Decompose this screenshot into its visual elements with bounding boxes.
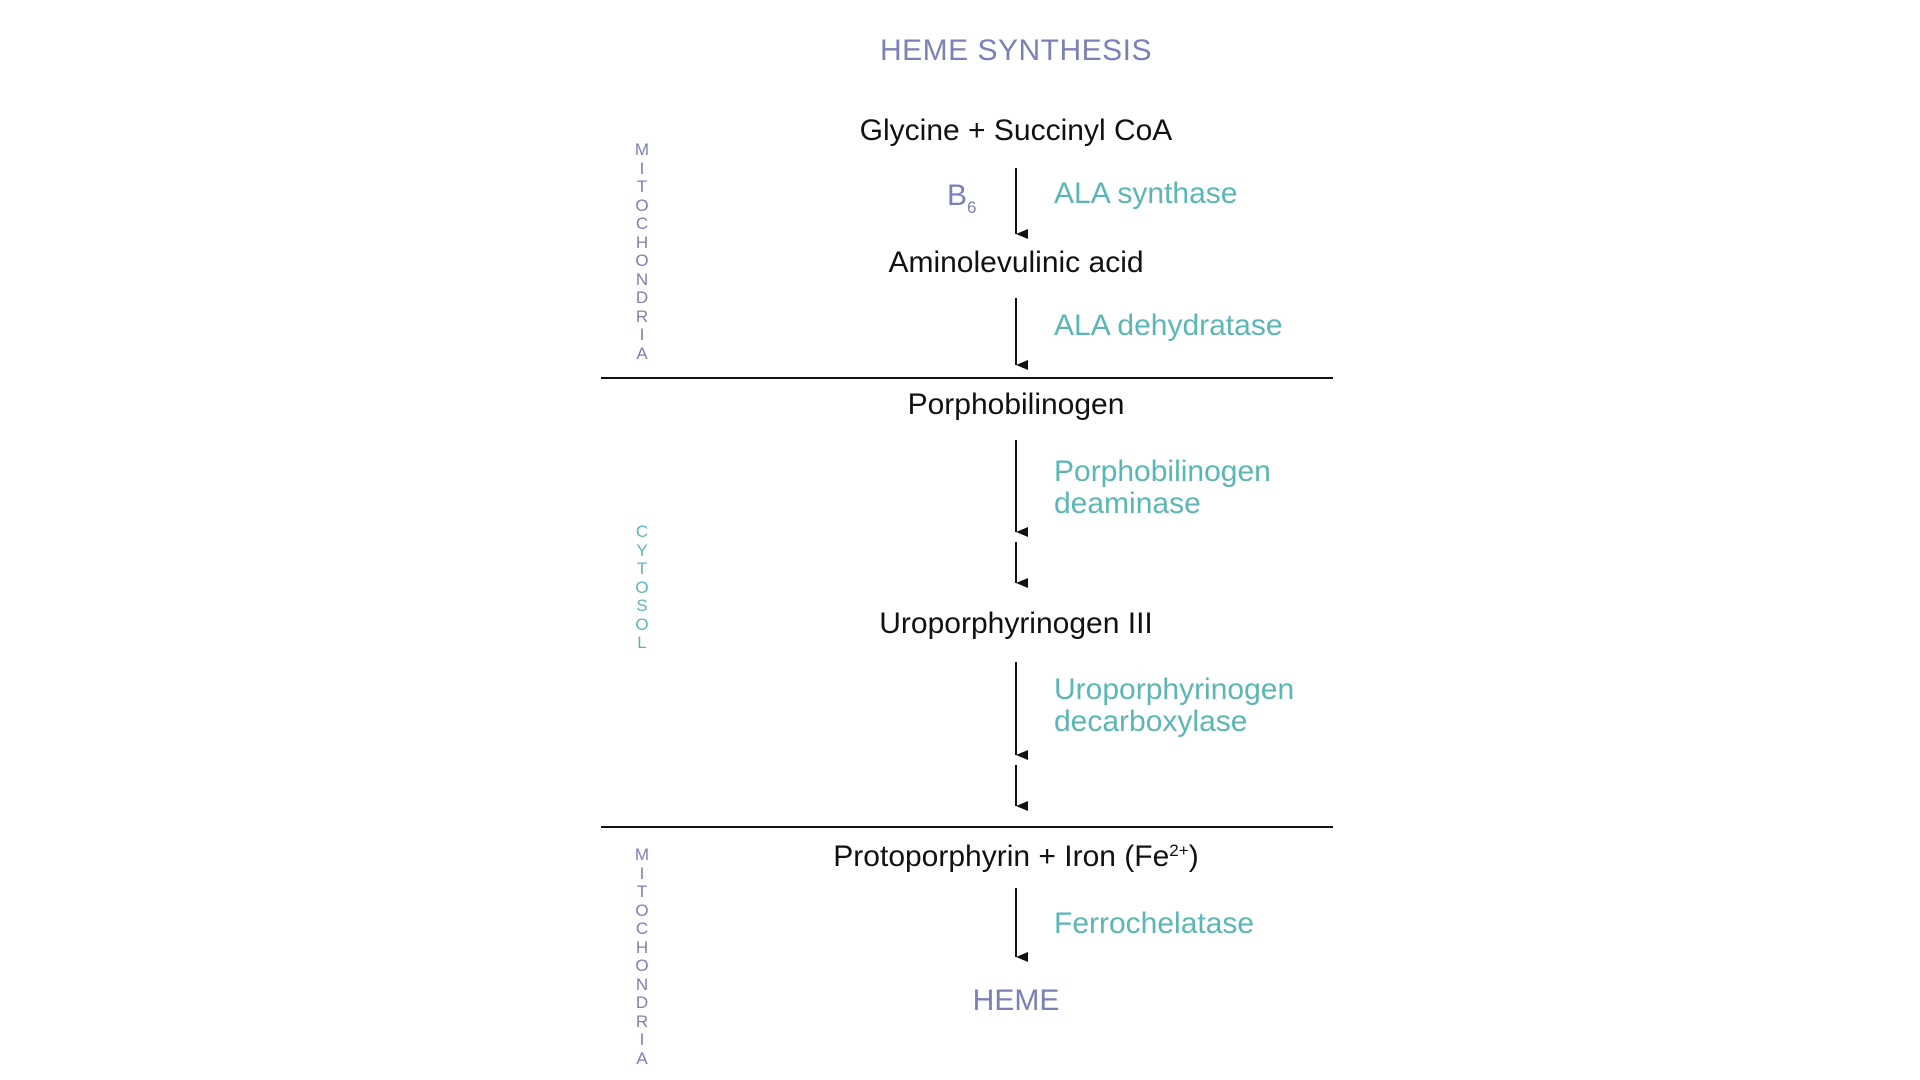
enzyme-porphobilinogen-deaminase: Porphobilinogen deaminase (1054, 456, 1271, 520)
vertical-label-letter: O (635, 900, 649, 920)
vertical-label-letter: I (639, 1030, 645, 1049)
vertical-label-letter: O (635, 577, 649, 597)
cofactor-b6: B6 (947, 179, 977, 217)
node-glycine-succinyl-coa: Glycine + Succinyl CoA (859, 114, 1173, 147)
mitochondria-cytosol-divider (601, 377, 1333, 379)
vertical-label-letter: A (636, 343, 648, 363)
vertical-label-letter: I (639, 325, 645, 344)
vertical-label-letter: S (636, 596, 648, 615)
vertical-label-letter: H (635, 232, 649, 252)
enzyme-uroporphyrinogen-decarboxylase-line1: Uroporphyrinogen (1054, 673, 1295, 706)
vertical-label-letter: N (635, 269, 649, 289)
cofactor-subscript: 6 (967, 198, 977, 217)
vertical-label-letter: D (635, 993, 649, 1012)
node-porphobilinogen: Porphobilinogen (907, 388, 1125, 421)
vertical-label-letter: R (635, 306, 649, 326)
enzyme-uroporphyrinogen-decarboxylase-line2: decarboxylase (1054, 705, 1248, 738)
vertical-label-letter: C (635, 919, 649, 938)
enzyme-ala-dehydratase: ALA dehydratase (1054, 309, 1283, 342)
vertical-label-letter: A (636, 1048, 648, 1068)
vertical-label-letter: O (635, 251, 649, 270)
vertical-label-letter: I (639, 863, 645, 883)
vertical-label-letter: O (635, 195, 649, 215)
vertical-label-letter: M (634, 140, 650, 159)
vertical-label-letter: T (636, 882, 648, 901)
vertical-label-letter: D (635, 288, 649, 307)
enzyme-ala-synthase: ALA synthase (1054, 177, 1238, 210)
vertical-label-letter: I (639, 158, 645, 178)
vertical-label-letter: M (634, 845, 650, 864)
vertical-label-letter: T (636, 559, 648, 578)
vertical-label-letter: L (637, 633, 647, 652)
diagram-title: HEME SYNTHESIS (879, 34, 1153, 67)
vertical-label-letter: T (636, 177, 648, 196)
protoporphyrin-iron-label: Protoporphyrin + Iron (Fe (833, 840, 1170, 873)
iron-charge-superscript: 2+ (1169, 841, 1189, 860)
vertical-label-letter: N (635, 974, 649, 994)
vertical-label-letter: H (635, 937, 649, 957)
vertical-label-letter: O (635, 614, 649, 634)
vertical-label-letter: C (635, 522, 649, 541)
node-protoporphyrin-iron: Protoporphyrin + Iron (Fe2+) (0, 842, 1920, 872)
cytosol-mitochondria-divider (601, 826, 1333, 828)
enzyme-ferrochelatase: Ferrochelatase (1054, 907, 1255, 940)
closing-paren: ) (1188, 840, 1199, 873)
vertical-label-letter: R (635, 1011, 649, 1031)
cofactor-base: B (947, 179, 968, 212)
enzyme-porphobilinogen-deaminase-line1: Porphobilinogen (1054, 455, 1271, 488)
node-aminolevulinic-acid: Aminolevulinic acid (888, 246, 1144, 279)
enzyme-uroporphyrinogen-decarboxylase: Uroporphyrinogen decarboxylase (1054, 674, 1294, 738)
vertical-label-letter: Y (636, 540, 648, 560)
vertical-label-letter: C (635, 214, 649, 233)
enzyme-porphobilinogen-deaminase-line2: deaminase (1054, 487, 1201, 520)
node-uroporphyrinogen-iii: Uroporphyrinogen III (879, 607, 1153, 640)
node-heme: HEME (972, 984, 1060, 1017)
vertical-label-letter: O (635, 956, 649, 975)
